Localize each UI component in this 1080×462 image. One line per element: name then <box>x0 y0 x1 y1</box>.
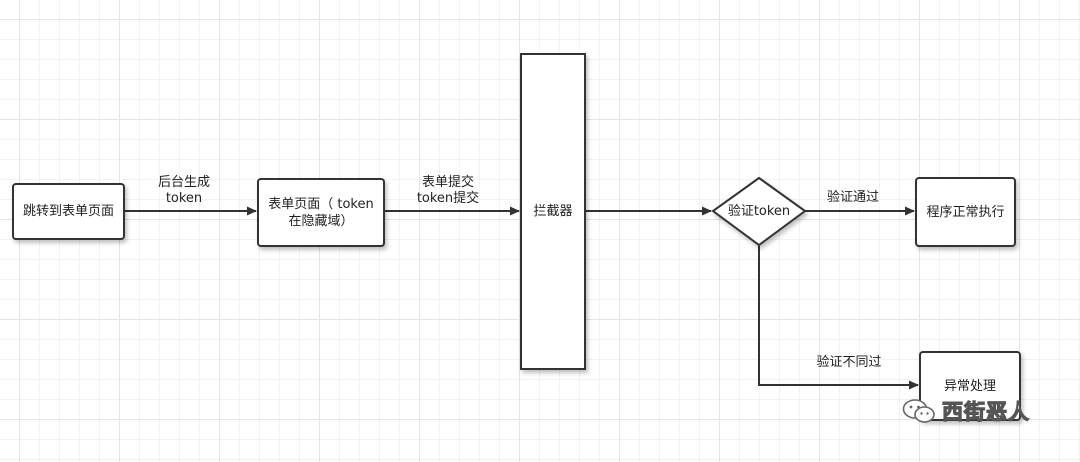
edge-label-generate-line2: token <box>165 191 203 206</box>
watermark-text: 西街恶人 <box>941 399 1030 424</box>
edge-label-submit-line2: token提交 <box>416 191 480 206</box>
node-form-page-line2: 在隐藏域） <box>288 213 354 229</box>
node-interceptor-label: 拦截器 <box>533 204 573 219</box>
edge-label-verify-fail: 验证不同过 <box>808 355 890 371</box>
edge-label-verify-pass-text: 验证通过 <box>826 190 879 205</box>
verify-diamond-shape <box>711 176 807 247</box>
node-jump-to-form[interactable]: 跳转到表单页面 <box>12 183 125 240</box>
edge-verify-to-error <box>758 246 919 390</box>
node-normal-execution[interactable]: 程序正常执行 <box>915 177 1016 247</box>
edge-label-form-submit: 表单提交 token提交 <box>402 175 494 207</box>
node-form-page[interactable]: 表单页面（ token 在隐藏域） <box>257 178 385 247</box>
node-verify-token-label: 验证token <box>727 203 791 219</box>
node-exception-handling-label: 异常处理 <box>943 378 996 394</box>
node-exception-handling[interactable]: 异常处理 <box>919 351 1021 421</box>
node-normal-execution-label: 程序正常执行 <box>926 204 1005 220</box>
wechat-icon <box>902 399 935 423</box>
node-verify-token[interactable]: 验证token <box>713 178 805 245</box>
node-form-page-text: 表单页面（ token 在隐藏域） <box>268 196 374 230</box>
edge-label-verify-pass: 验证通过 <box>812 190 894 206</box>
edge-label-verify-fail-text: 验证不同过 <box>816 355 882 370</box>
edge-label-generate-line1: 后台生成 <box>157 175 210 190</box>
node-form-page-line1: 表单页面（ token <box>268 196 374 212</box>
node-interceptor[interactable]: 拦截器 <box>520 53 586 370</box>
edge-label-generate-token: 后台生成 token <box>138 175 230 207</box>
watermark: 西街恶人 <box>902 396 1030 426</box>
edge-label-submit-line1: 表单提交 <box>421 175 474 190</box>
node-jump-to-form-label: 跳转到表单页面 <box>22 204 114 219</box>
